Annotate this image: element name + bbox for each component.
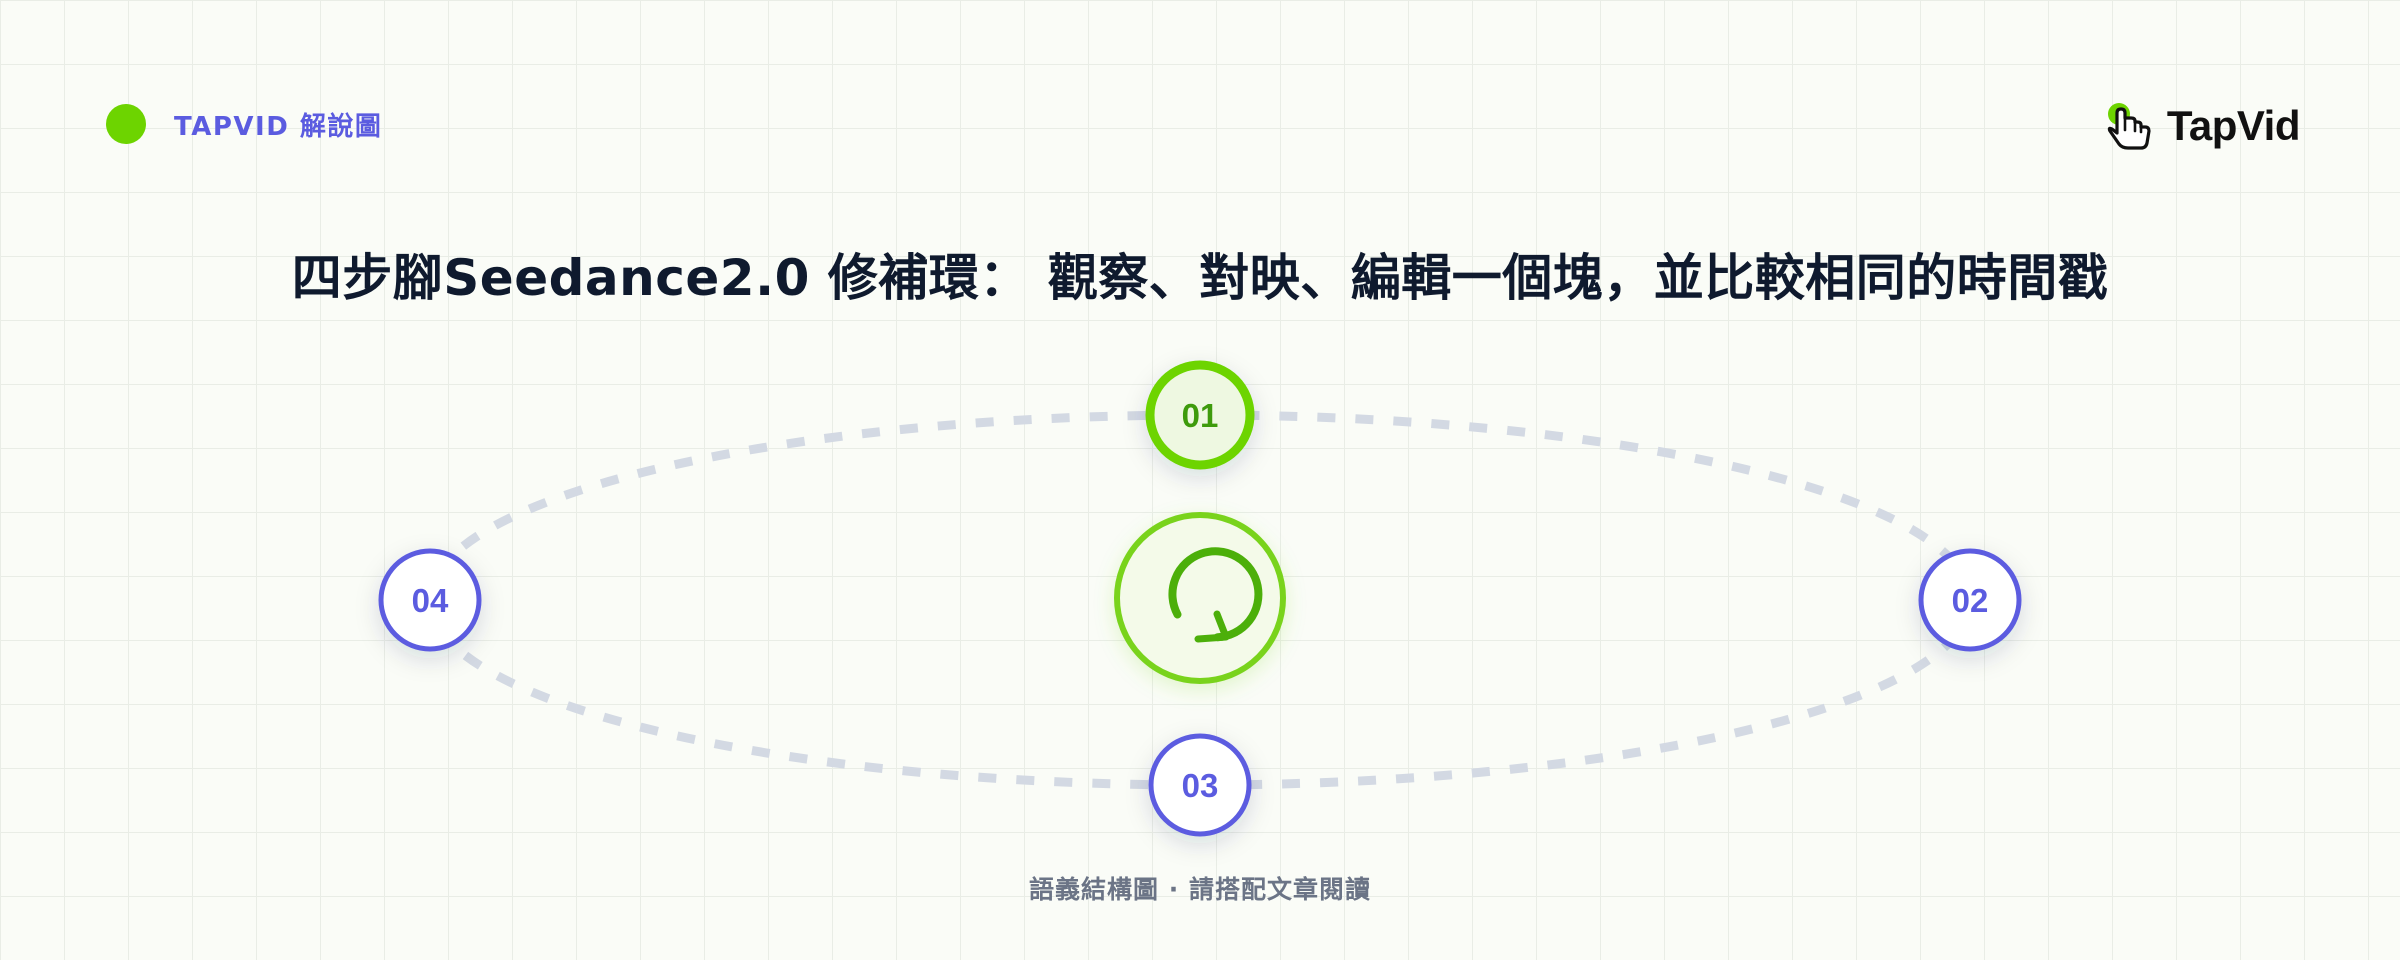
tapvid-logo: TapVid xyxy=(2105,100,2301,152)
page-title: 四步腳Seedance2.0 修補環： 觀察、對映、編輯一個塊，並比較相同的時間… xyxy=(291,249,2109,307)
cycle-arrow-icon xyxy=(1168,547,1263,643)
step-node-04[interactable]: 04 xyxy=(378,548,482,652)
step-label-03: 03 xyxy=(1182,767,1219,804)
brand-dot-icon xyxy=(106,104,146,144)
footer-note: 語義結構圖 · 請搭配文章閱讀 xyxy=(1029,875,1371,904)
brand-tag: TAPVID 解說圖 xyxy=(106,104,382,144)
logo-text: TapVid xyxy=(2166,102,2301,149)
step-label-01: 01 xyxy=(1182,397,1219,434)
hand-pointer-icon xyxy=(2107,103,2151,150)
step-node-03[interactable]: 03 xyxy=(1148,733,1252,837)
step-label-02: 02 xyxy=(1952,582,1989,619)
step-node-01[interactable]: 01 xyxy=(1145,360,1255,470)
step-label-04: 04 xyxy=(412,582,449,619)
center-hub xyxy=(1114,512,1286,684)
step-node-02[interactable]: 02 xyxy=(1918,548,2022,652)
brand-tag-label: TAPVID 解說圖 xyxy=(174,111,383,142)
